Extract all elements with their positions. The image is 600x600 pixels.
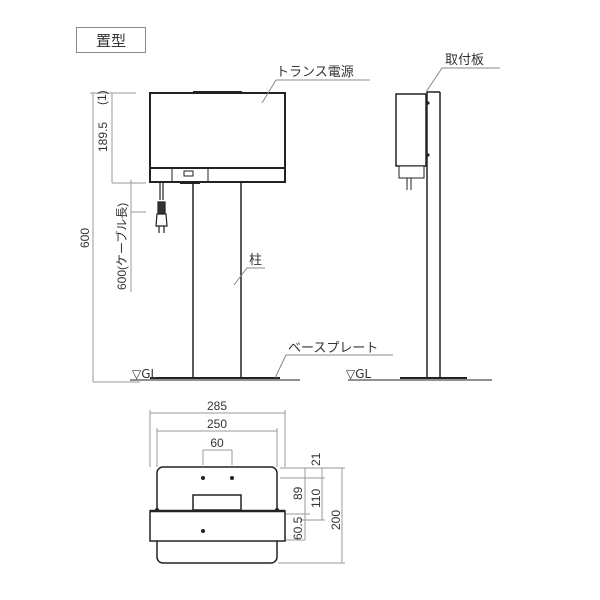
- plan-base-plate: [149, 510, 286, 542]
- transformer-box: [149, 92, 286, 169]
- dim-top-offset: 21: [309, 452, 323, 466]
- label-ground-level-front: ▽GL: [132, 367, 158, 381]
- dim-cable-length: 600(ケーブル長): [114, 203, 129, 290]
- label-ground-level-side: ▽GL: [346, 367, 372, 381]
- dim-overall-width: 285: [207, 399, 227, 413]
- label-transformer: トランス電源: [276, 65, 354, 80]
- label-base-plate: ベースプレート: [288, 341, 378, 356]
- label-pillar: 柱: [249, 253, 262, 268]
- front-view: トランス電源 柱 ベースプレート ▽GL (1) 189.5 600 600(ケ…: [78, 65, 393, 383]
- dim-hole-spacing: 60: [210, 436, 224, 450]
- dim-overall-depth: 200: [329, 510, 343, 530]
- plan-dimension-lines: [149, 410, 345, 564]
- dim-inner-width: 250: [207, 417, 227, 431]
- side-transformer-box: [395, 93, 427, 167]
- dim-box-height: 189.5: [96, 122, 110, 152]
- drawing-title: 置型: [76, 27, 146, 53]
- front-leader-lines: [233, 79, 393, 379]
- plan-terminal-block: [192, 494, 242, 511]
- anchor-hole: [201, 529, 205, 533]
- mount-hole-left: [201, 476, 205, 480]
- front-dimension-lines: [90, 92, 146, 383]
- dim-offset-89: 89: [291, 486, 305, 500]
- side-view: 取付板 ▽GL: [346, 53, 500, 381]
- label-mounting-plate: 取付板: [445, 53, 484, 68]
- dim-offset-110: 110: [309, 489, 323, 508]
- transformer-bottom: [149, 167, 286, 183]
- power-plug-icon: [155, 182, 168, 233]
- dim-top-gap: (1): [95, 90, 109, 105]
- dim-plate-depth: 60.5: [291, 516, 305, 540]
- plan-view: 285 250 60 21 89 110 200 60.5: [149, 399, 345, 564]
- mount-hole-right: [230, 476, 234, 480]
- dim-total-height: 600: [78, 228, 92, 248]
